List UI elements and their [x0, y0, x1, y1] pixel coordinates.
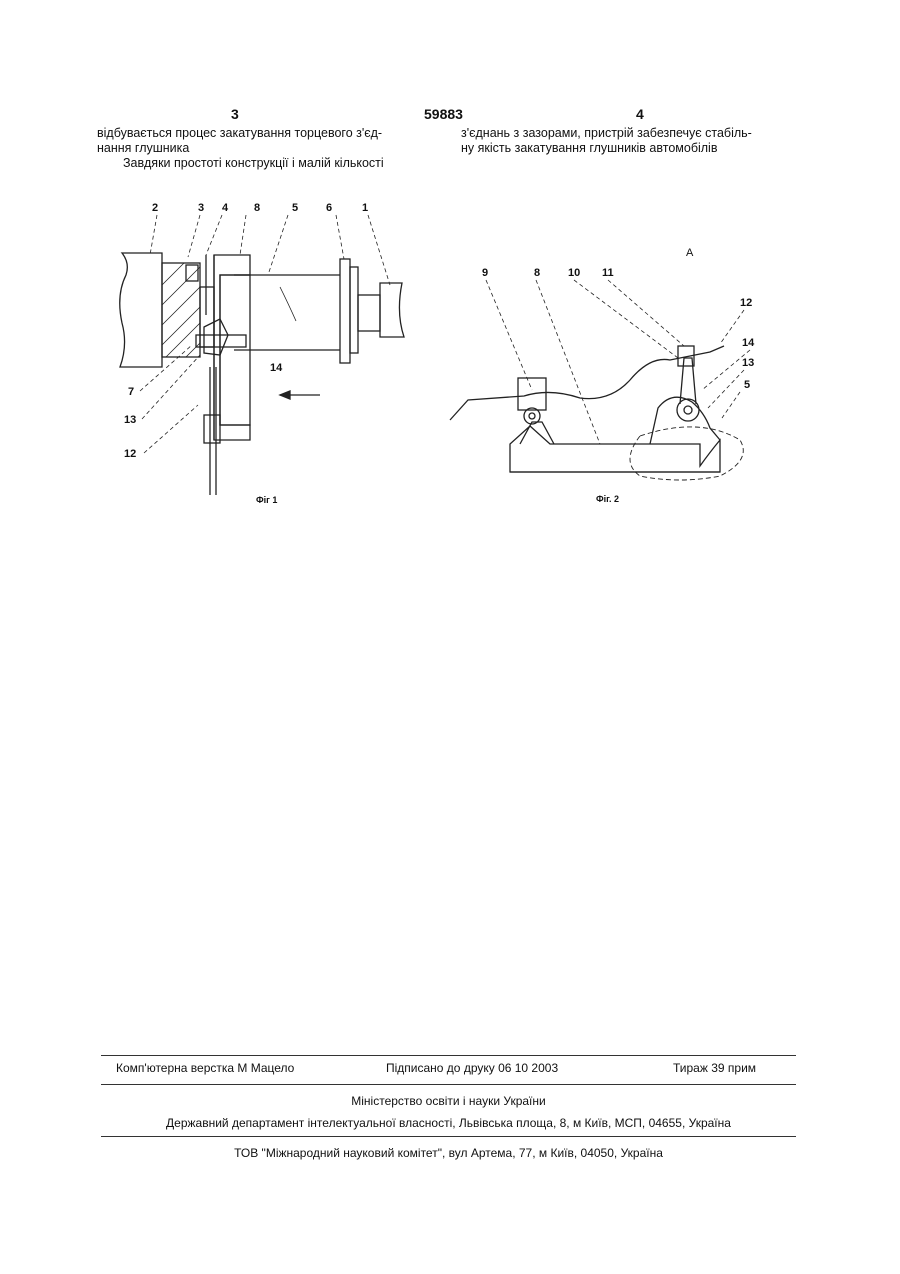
fig1-label: 6: [326, 202, 332, 214]
fig1-label: 2: [152, 202, 158, 214]
fig1-label: 13: [124, 414, 136, 426]
fig2-label: 9: [482, 267, 488, 279]
fig1-label: 12: [124, 448, 136, 460]
signed-for-print: Підписано до друку 06 10 2003: [386, 1061, 558, 1075]
right-column-text: з'єднань з зазорами, пристрій забезпечує…: [461, 126, 801, 156]
right-text-line: ну якість закатування глушників автомобі…: [461, 141, 801, 156]
right-page-number: 4: [636, 106, 644, 122]
fig1-label: 5: [292, 202, 298, 214]
print-run: Тираж 39 прим: [673, 1061, 756, 1075]
fig1-label: 14: [270, 362, 283, 374]
fig2-label: 12: [740, 297, 752, 309]
fig1-label: 7: [128, 386, 134, 398]
fig2-label: 13: [742, 357, 754, 369]
left-column-text: відбувається процес закатування торцевог…: [97, 126, 425, 171]
imprint-rule-top: [101, 1055, 796, 1056]
left-text-line: Завдяки простоті конструкції і малій кіл…: [97, 156, 425, 171]
imprint-rule-middle: [101, 1084, 796, 1085]
imprint-rule-bottom: [101, 1136, 796, 1137]
figure-2-drawing: A 9 8 10 11 12 14 13 5 Фіг. 2: [440, 240, 770, 510]
fig2-label: A: [686, 247, 694, 259]
fig2-label: 14: [742, 337, 755, 349]
fig1-label: 8: [254, 202, 260, 214]
fig1-caption: Фіг 1: [256, 495, 277, 505]
fig2-label: 11: [602, 267, 614, 279]
figure-1-drawing: 2 3 4 8 5 6 1 7 13 12 14 Фіг 1: [100, 195, 440, 510]
fig1-label: 3: [198, 202, 204, 214]
fig1-label: 4: [222, 202, 229, 214]
fig2-caption: Фіг. 2: [596, 494, 619, 504]
fig1-label: 1: [362, 202, 368, 214]
fig2-label: 10: [568, 267, 580, 279]
left-page-number: 3: [231, 106, 239, 122]
left-text-line: нання глушника: [97, 141, 425, 156]
typesetting-credit: Комп'ютерна верстка М Мацело: [116, 1061, 294, 1075]
patent-number: 59883: [424, 106, 463, 122]
left-text-line: відбувається процес закатування торцевог…: [97, 126, 425, 141]
right-text-line: з'єднань з зазорами, пристрій забезпечує…: [461, 126, 801, 141]
department-line: Державний департамент інтелектуальної вл…: [101, 1116, 796, 1130]
ministry-line: Міністерство освіти і науки України: [101, 1094, 796, 1108]
fig2-label: 8: [534, 267, 540, 279]
fig2-label: 5: [744, 379, 750, 391]
publisher-line: ТОВ "Міжнародний науковий комітет", вул …: [101, 1146, 796, 1160]
